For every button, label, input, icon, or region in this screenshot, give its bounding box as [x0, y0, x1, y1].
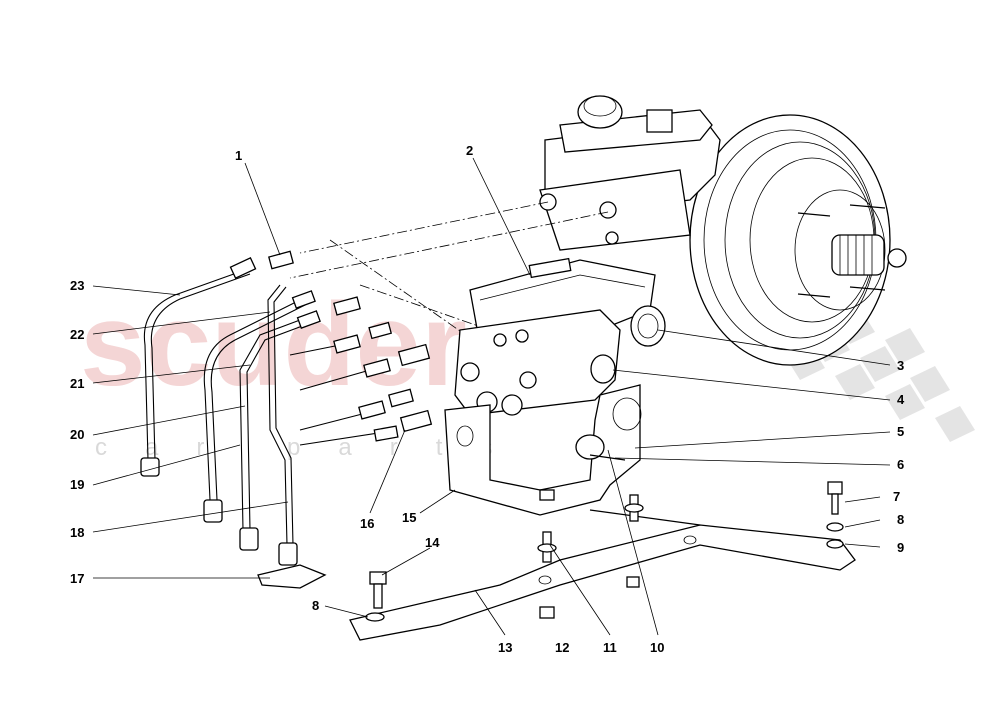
mounting-bracket [444, 384, 642, 516]
callout-18: 18 [70, 525, 84, 540]
abs-modulator [454, 257, 666, 416]
callout-23: 23 [70, 278, 84, 293]
brake-lines [140, 250, 433, 589]
callout-9: 9 [897, 540, 904, 555]
callout-11: 11 [603, 640, 617, 655]
callout-6: 6 [897, 457, 904, 472]
master-cylinder [539, 95, 721, 251]
leader-lines [92, 157, 891, 636]
callout-1: 1 [235, 148, 242, 163]
routing-line [289, 211, 609, 279]
routing-line [299, 201, 549, 254]
callouts: 1 2 3 4 5 6 7 8 9 10 11 12 13 14 15 16 1… [70, 143, 905, 655]
callout-7: 7 [893, 489, 900, 504]
callout-21: 21 [70, 376, 84, 391]
callout-20: 20 [70, 427, 84, 442]
callout-2: 2 [466, 143, 473, 158]
watermark-sub: car parts [95, 434, 530, 461]
callout-16: 16 [360, 516, 374, 531]
callout-22: 22 [70, 327, 84, 342]
callout-15: 15 [402, 510, 416, 525]
routing-line [359, 284, 491, 331]
support-plate [349, 509, 856, 641]
callout-3: 3 [897, 358, 904, 373]
routing-line [329, 239, 481, 346]
callout-8: 8 [897, 512, 904, 527]
callout-17: 17 [70, 571, 84, 586]
callout-14: 14 [425, 535, 440, 550]
callout-12: 12 [555, 640, 569, 655]
callout-19: 19 [70, 477, 84, 492]
callout-10: 10 [650, 640, 664, 655]
callout-13: 13 [498, 640, 512, 655]
brake-booster [689, 114, 907, 366]
callout-8-lower: 8 [312, 598, 319, 613]
callout-5: 5 [897, 424, 904, 439]
callout-4: 4 [897, 392, 905, 407]
